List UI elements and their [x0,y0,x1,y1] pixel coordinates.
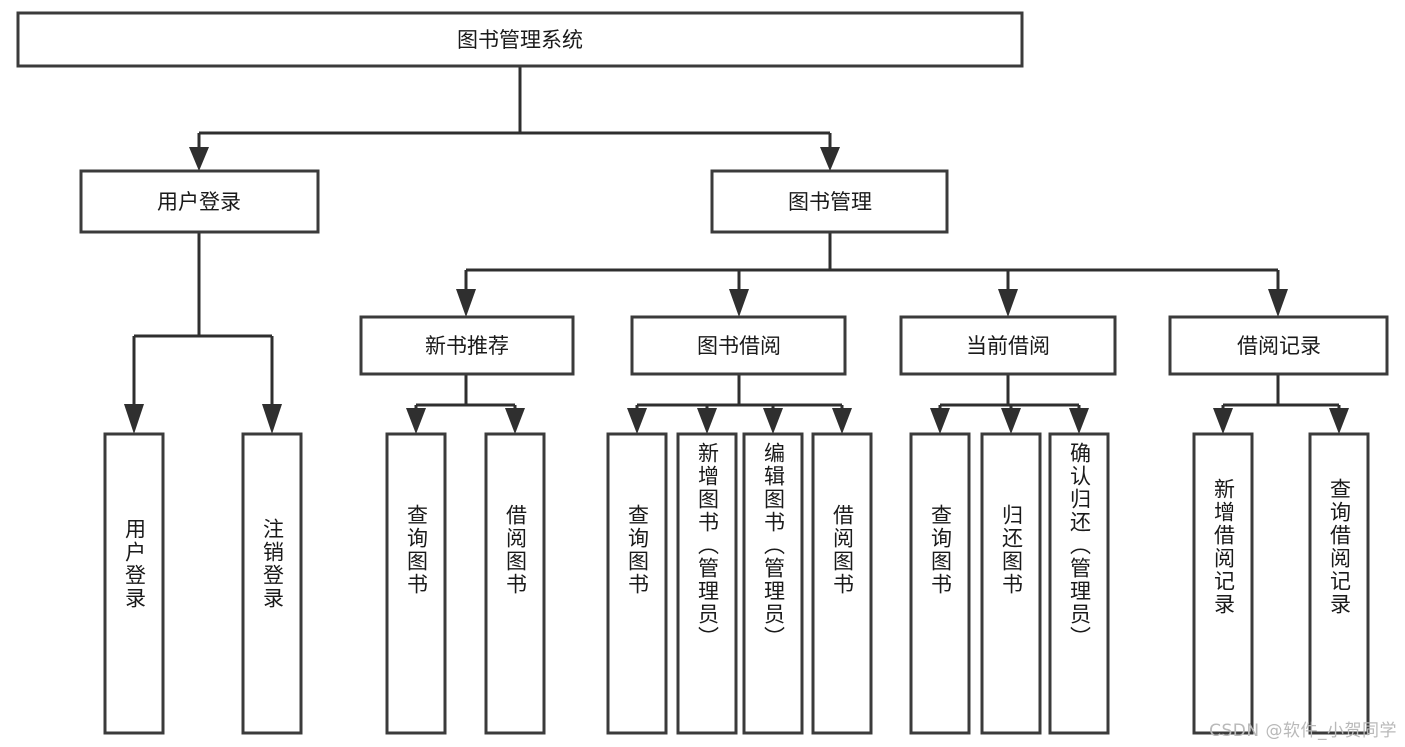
arrow-head-leaf-borrow-book-rec [505,408,525,434]
leaf-add-record-box[interactable] [1192,432,1254,735]
node-root[interactable]: 图书管理系统 [16,11,1024,68]
node-book-borrow-label: 图书借阅 [697,334,781,358]
csdn-watermark: CSDN @软件_小贺同学 [1209,721,1397,741]
leaf-layer [103,432,1370,735]
arrow-head-leaf-borrow-book-br [832,408,852,434]
node-book-borrow-box[interactable] [630,315,847,376]
arrow-head-user-login [189,147,209,171]
node-book-borrow[interactable]: 图书借阅 [630,315,847,376]
leaf-borrow-book-br-box[interactable] [811,432,873,735]
connector-layer [124,66,1349,434]
arrow-head-leaf-query-book-cb [930,408,950,434]
arrow-head-leaf-query-book-rec [406,408,426,434]
node-user-login[interactable]: 用户登录 [79,169,320,234]
node-user-login-box[interactable] [79,169,320,234]
leaf-borrow-book-rec-box[interactable] [484,432,546,735]
arrow-head-leaf-query-book-br [627,408,647,434]
arrow-head-leaf-return-book [1001,408,1021,434]
leaf-query-book-cb-box[interactable] [909,432,971,735]
leaf-logout-box[interactable] [241,432,303,735]
arrow-head-book-manage [820,147,840,171]
node-root-label: 图书管理系统 [457,28,583,52]
node-book-manage-box[interactable] [710,169,949,234]
node-current-borrow-label: 当前借阅 [966,334,1050,358]
arrow-head-new-book-rec [456,289,476,317]
node-book-manage[interactable]: 图书管理 [710,169,949,234]
node-root-box[interactable] [16,11,1024,68]
arrow-head-leaf-edit-book [763,408,783,434]
leaf-add-book-box[interactable] [676,432,738,735]
arrow-head-leaf-logout [262,404,282,434]
leaf-return-book-box[interactable] [980,432,1042,735]
node-current-borrow[interactable]: 当前借阅 [899,315,1117,376]
node-borrow-record[interactable]: 借阅记录 [1168,315,1389,376]
node-user-login-label: 用户登录 [157,190,241,214]
node-borrow-record-label: 借阅记录 [1237,334,1321,358]
node-new-book-rec-label: 新书推荐 [425,334,509,358]
leaf-edit-book-box[interactable] [742,432,804,735]
node-new-book-rec[interactable]: 新书推荐 [359,315,575,376]
leaf-query-record-box[interactable] [1308,432,1370,735]
arrow-head-leaf-confirm-return [1069,408,1089,434]
leaf-confirm-return-box[interactable] [1048,432,1110,735]
arrow-head-borrow-record [1268,289,1288,317]
arrow-head-current-borrow [998,289,1018,317]
node-current-borrow-box[interactable] [899,315,1117,376]
arrow-head-book-borrow [729,289,749,317]
node-borrow-record-box[interactable] [1168,315,1389,376]
node-new-book-rec-box[interactable] [359,315,575,376]
leaf-query-book-rec-box[interactable] [385,432,447,735]
arrow-head-leaf-query-record [1329,408,1349,434]
node-book-manage-label: 图书管理 [788,190,872,214]
arrow-head-leaf-add-book [697,408,717,434]
arrow-head-leaf-add-record [1213,408,1233,434]
leaf-user-login-box[interactable] [103,432,165,735]
leaf-query-book-br-box[interactable] [606,432,668,735]
arrow-head-leaf-user-login [124,404,144,434]
